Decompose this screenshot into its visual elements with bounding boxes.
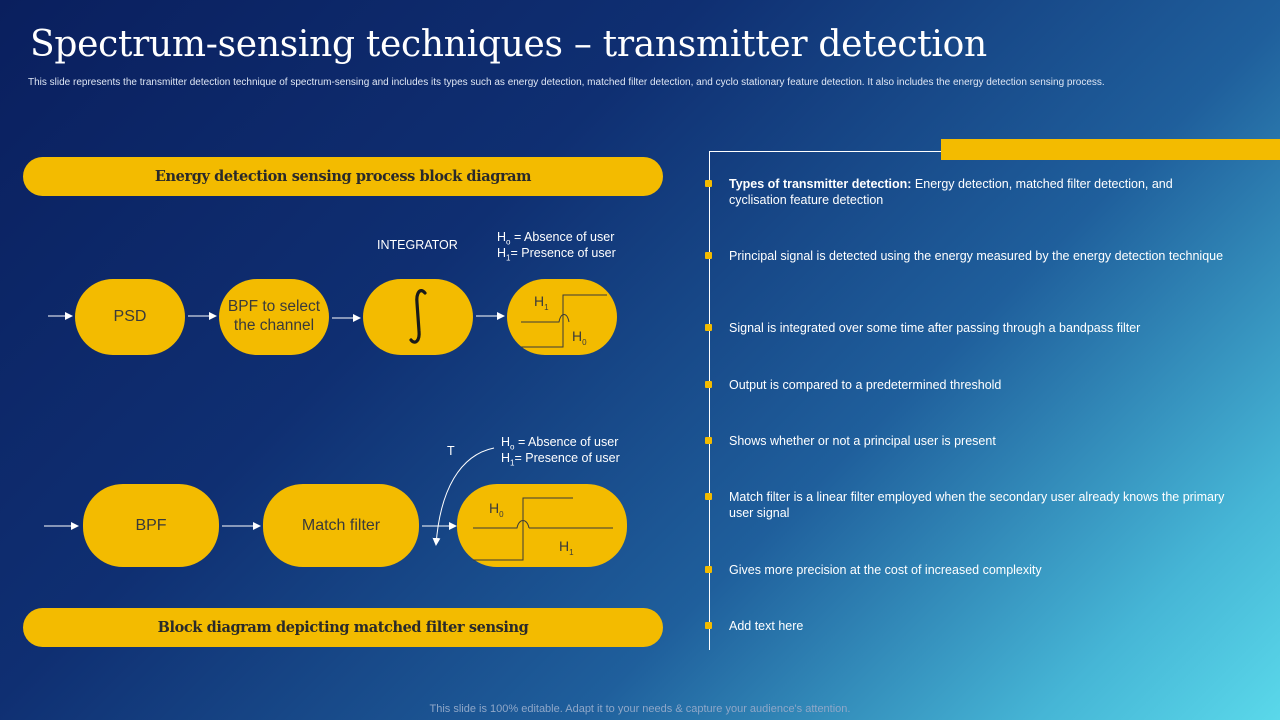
bullet-dot [705, 180, 712, 187]
bullet-dot [705, 381, 712, 388]
bullet-list: Types of transmitter detection: Energy d… [705, 150, 1269, 650]
threshold-curve-arrow [432, 447, 495, 546]
bullet-item: Gives more precision at the cost of incr… [705, 562, 1229, 578]
legend1-line1: Ho = Absence of user [497, 230, 615, 247]
threshold1-h-bottom: H0 [572, 328, 587, 347]
page-subtitle: This slide represents the transmitter de… [28, 77, 1105, 88]
step-function-icon [521, 294, 607, 348]
bpf-block: BPF [83, 484, 219, 567]
integrator-label: INTEGRATOR [377, 238, 458, 252]
match-filter-block: Match filter [263, 484, 419, 567]
psd-block: PSD [75, 279, 185, 355]
page-title: Spectrum-sensing techniques – transmitte… [30, 24, 987, 65]
threshold2-h-bottom: H1 [559, 538, 574, 557]
matched-filter-banner: Block diagram depicting matched filter s… [23, 608, 663, 647]
footer-note: This slide is 100% editable. Adapt it to… [429, 703, 851, 715]
bullet-item: Add text here [705, 618, 1229, 634]
threshold-block-1: H1 H0 [507, 279, 617, 355]
integral-icon [409, 289, 427, 344]
bullet-item: Principal signal is detected using the e… [705, 248, 1229, 264]
step-function-icon-2 [473, 497, 613, 561]
bullet-dot [705, 622, 712, 629]
bullet-dot [705, 566, 712, 573]
diagram-connectors [65, 312, 505, 546]
bullet-dot [705, 252, 712, 259]
energy-detection-banner: Energy detection sensing process block d… [23, 157, 663, 196]
legend2-line2: H1= Presence of user [501, 451, 620, 468]
bullet-item: Output is compared to a predetermined th… [705, 377, 1229, 393]
bullet-dot [705, 324, 712, 331]
bullet-item: Types of transmitter detection: Energy d… [705, 176, 1229, 208]
bullet-dot [705, 437, 712, 444]
bullet-item: Match filter is a linear filter employed… [705, 489, 1229, 521]
threshold2-h-top: H0 [489, 500, 504, 519]
legend1-line2: H1= Presence of user [497, 246, 616, 263]
accent-bar [941, 139, 1280, 160]
timeline-line [709, 151, 710, 650]
threshold-block-2: H0 H1 [457, 484, 627, 567]
integrator-block [363, 279, 473, 355]
bullet-item: Shows whether or not a principal user is… [705, 433, 1229, 449]
legend2-line1: Ho = Absence of user [501, 435, 619, 452]
threshold1-h-top: H1 [534, 293, 549, 312]
bpf-select-block: BPF to select the channel [219, 279, 329, 355]
bullet-dot [705, 493, 712, 500]
bullet-item: Signal is integrated over some time afte… [705, 320, 1229, 336]
timeline-top-line [709, 151, 941, 152]
t-label: T [447, 444, 455, 458]
